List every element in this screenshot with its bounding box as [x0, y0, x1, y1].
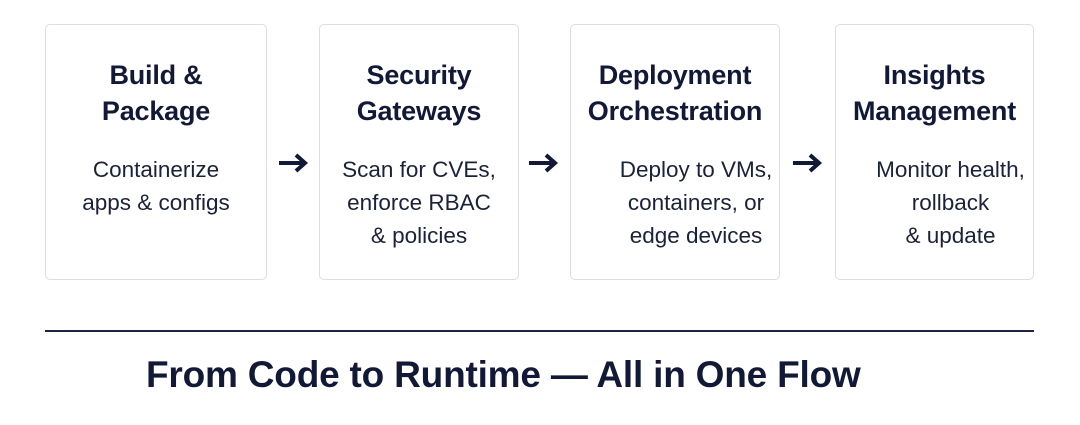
arrow-right-icon: [529, 153, 559, 173]
arrow-right-icon: [279, 153, 309, 173]
arrow-right-icon: [793, 153, 823, 173]
step-title: Build & Package: [101, 60, 211, 126]
step-title: Deployment Orchestration: [587, 60, 763, 126]
step-description: Scan for CVEs, enforce RBAC & policies: [342, 157, 496, 248]
step-card-security-gateways: Security Gateways Scan for CVEs, enforce…: [319, 24, 519, 280]
step-description: Monitor health, rollback & update: [876, 157, 1025, 248]
step-title: Security Gateways: [356, 60, 482, 126]
step-title: Insights Management: [852, 60, 1017, 126]
divider: [45, 330, 1034, 332]
step-card-build-package: Build & Package Containerize apps & conf…: [45, 24, 267, 280]
step-card-deployment-orchestration: Deployment Orchestration Deploy to VMs, …: [570, 24, 780, 280]
footer-title: From Code to Runtime — All in One Flow: [146, 354, 861, 395]
step-description: Deploy to VMs, containers, or edge devic…: [619, 157, 773, 248]
step-card-insights-management: Insights Management Monitor health, roll…: [835, 24, 1034, 280]
step-description: Containerize apps & configs: [82, 157, 230, 215]
